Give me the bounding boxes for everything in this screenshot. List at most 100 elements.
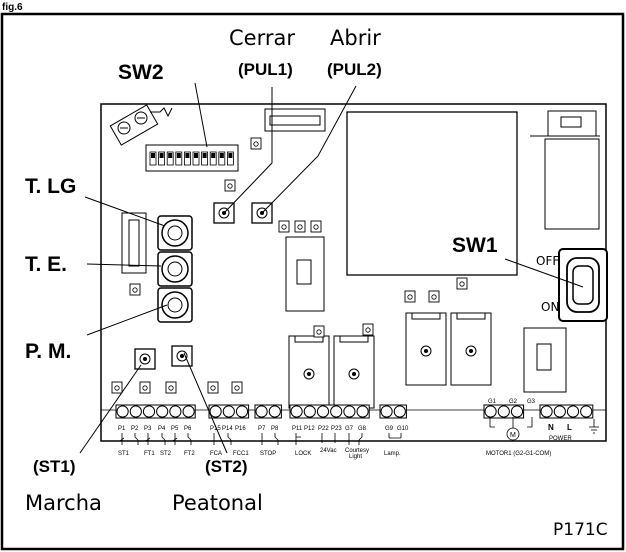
button-pul2[interactable] xyxy=(251,202,273,224)
terminal-screw xyxy=(356,405,369,418)
terminal-screw xyxy=(393,405,406,418)
svg-text:FT1: FT1 xyxy=(144,451,155,457)
terminal-screw xyxy=(566,405,580,418)
svg-text:P23: P23 xyxy=(331,426,342,432)
terminal-screw xyxy=(380,405,393,418)
label-cerrar: Cerrar xyxy=(229,26,295,50)
relay-2 xyxy=(333,335,375,409)
svg-text:ST2: ST2 xyxy=(160,451,172,457)
svg-text:STOP: STOP xyxy=(260,451,276,457)
svg-text:24Vac: 24Vac xyxy=(320,448,337,454)
dip-switch-lever xyxy=(219,153,224,158)
svg-text:P6: P6 xyxy=(184,426,192,432)
terminal-screw xyxy=(268,405,281,418)
label-st1: (ST1) xyxy=(33,457,76,476)
svg-text:Courtesy: Courtesy xyxy=(345,448,369,454)
component-dot xyxy=(227,183,233,189)
svg-text:P3: P3 xyxy=(144,426,152,432)
dip-switch-lever xyxy=(202,153,207,158)
relay-3 xyxy=(405,312,447,386)
component-dot xyxy=(234,385,240,391)
label-tlg: T. LG xyxy=(25,175,76,198)
dip-switch-cell[interactable] xyxy=(226,151,234,166)
dip-switch-lever xyxy=(151,153,155,158)
component-dot xyxy=(253,141,259,147)
terminal-screw xyxy=(497,405,510,418)
terminal-screw xyxy=(169,405,182,418)
relay-1 xyxy=(288,335,330,409)
component-dot xyxy=(407,294,413,300)
svg-text:FT2: FT2 xyxy=(184,451,195,457)
dip-switch-lever xyxy=(211,153,216,158)
leader-lines xyxy=(79,82,584,454)
svg-text:G10: G10 xyxy=(397,426,409,432)
dip-switch-cell[interactable] xyxy=(192,151,200,166)
label-peatonal: Peatonal xyxy=(172,491,263,515)
label-sw1: SW1 xyxy=(452,234,498,257)
dip-switch-cell[interactable] xyxy=(158,151,166,166)
label-abrir: Abrir xyxy=(330,26,381,50)
trimmer-te[interactable] xyxy=(157,251,193,287)
label-pul2: (PUL2) xyxy=(327,60,382,79)
svg-text:G1: G1 xyxy=(488,399,497,405)
terminal-screw xyxy=(343,405,356,418)
label-on: ON xyxy=(541,300,559,314)
relay-right xyxy=(544,138,600,230)
component-dot xyxy=(281,224,287,230)
terminal-screw xyxy=(142,405,156,418)
svg-text:P4: P4 xyxy=(158,426,166,432)
terminal-screw xyxy=(484,405,497,418)
terminal-screw xyxy=(235,405,249,418)
terminal-screw xyxy=(290,405,303,418)
motor-symbol: M xyxy=(489,417,533,441)
terminal-strip xyxy=(115,404,594,419)
dip-switch-cell[interactable] xyxy=(149,151,157,166)
svg-text:G2: G2 xyxy=(509,399,518,405)
svg-text:MOTOR1 (G2-G1-COM): MOTOR1 (G2-G1-COM) xyxy=(486,451,551,457)
terminal-screw xyxy=(209,405,222,418)
trimmer-pm[interactable] xyxy=(157,287,193,323)
terminal-screw xyxy=(156,405,169,418)
svg-text:P5: P5 xyxy=(171,426,179,432)
svg-text:LOCK: LOCK xyxy=(295,451,311,457)
sw1-power-switch[interactable] xyxy=(558,248,608,322)
dip-switch-cell[interactable] xyxy=(218,151,226,166)
component-dot xyxy=(313,224,319,230)
svg-text:P2: P2 xyxy=(131,426,139,432)
terminal-screw xyxy=(182,405,195,418)
button-st2[interactable] xyxy=(171,345,193,367)
svg-text:P8: P8 xyxy=(271,426,279,432)
dip-switch-lever xyxy=(159,153,164,158)
terminal-screw xyxy=(580,405,593,418)
figure-header: fig.6 xyxy=(2,2,23,13)
small-components xyxy=(111,137,468,394)
fuse-holder xyxy=(523,327,567,393)
terminal-screw xyxy=(303,405,316,418)
svg-text:Lamp.: Lamp. xyxy=(384,451,401,457)
svg-text:P7: P7 xyxy=(258,426,266,432)
sw2-dip-switch[interactable] xyxy=(145,144,239,172)
terminal-screw xyxy=(129,405,142,418)
label-marcha: Marcha xyxy=(25,491,102,515)
component-dot xyxy=(114,385,120,391)
dip-switch-lever xyxy=(168,153,173,158)
dip-switch-cell[interactable] xyxy=(175,151,183,166)
contact-symbols xyxy=(119,433,402,445)
ground-icon xyxy=(589,419,599,434)
figure-frame xyxy=(0,12,625,551)
dip-switch-cell[interactable] xyxy=(201,151,209,166)
svg-text:FCC1: FCC1 xyxy=(233,451,249,457)
svg-text:M: M xyxy=(510,432,516,439)
terminal-labels: P1 P2 P3 P4 P5 P6 P15 P14 P16 P7 P8 P11 … xyxy=(118,399,572,460)
svg-text:FCA: FCA xyxy=(210,451,222,457)
trimmer-tlg[interactable] xyxy=(157,215,193,251)
dip-switch-cell[interactable] xyxy=(209,151,217,166)
label-st2: (ST2) xyxy=(205,457,248,476)
component-dot xyxy=(132,287,138,293)
button-st1[interactable] xyxy=(134,348,156,370)
dip-switch-cell[interactable] xyxy=(183,151,191,166)
dip-switch-cell[interactable] xyxy=(166,151,174,166)
label-off: OFF xyxy=(536,254,559,268)
label-sw2: SW2 xyxy=(118,61,164,84)
